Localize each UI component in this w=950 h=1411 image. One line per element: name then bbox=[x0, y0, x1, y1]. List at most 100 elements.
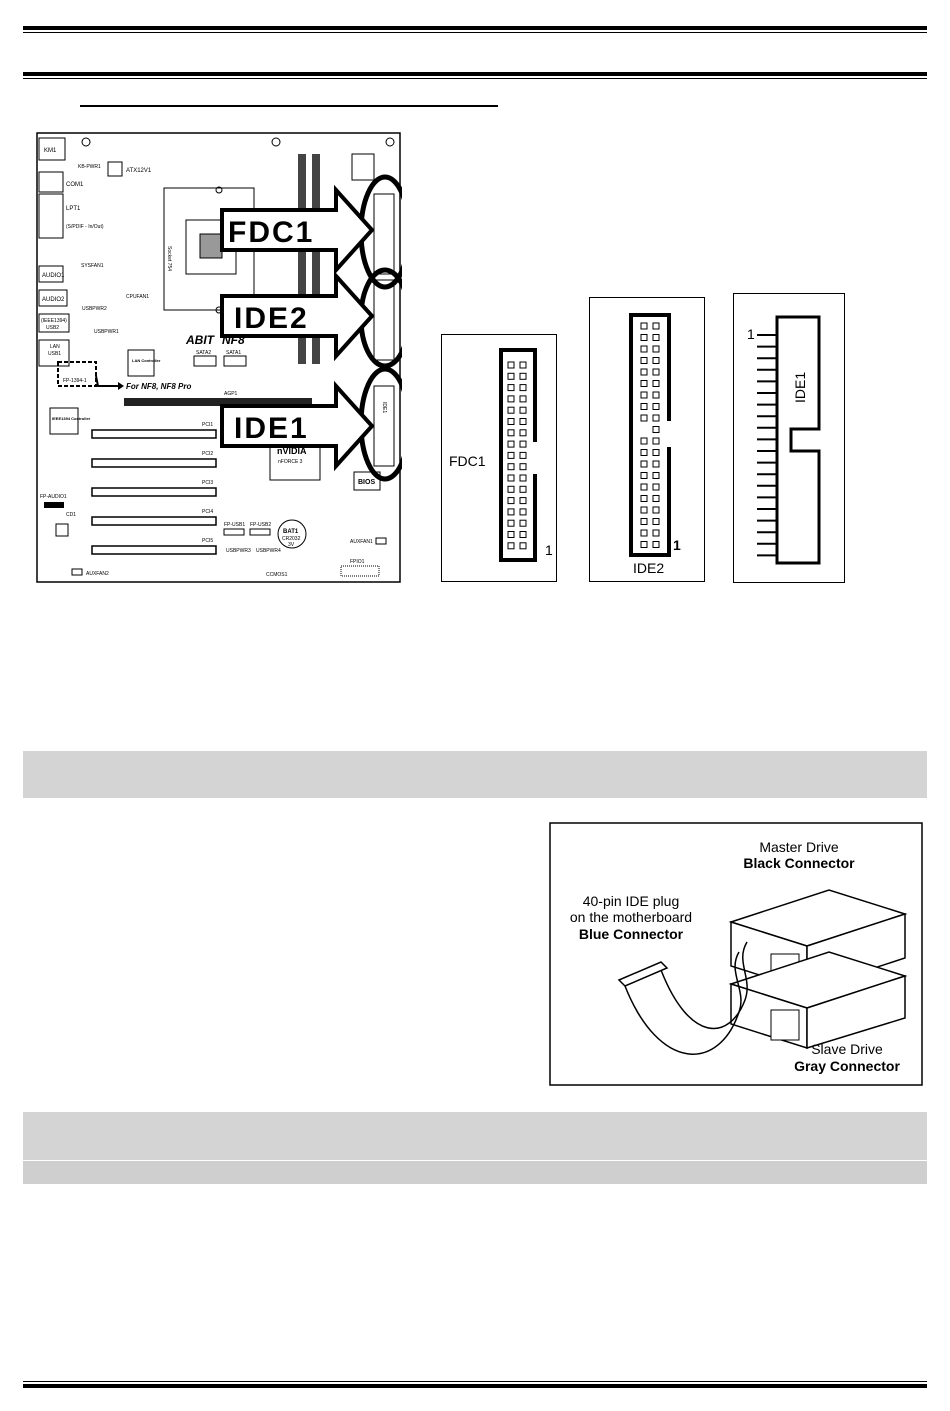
label-ide1-small: IDE1 bbox=[381, 402, 387, 413]
label-cd1: CD1 bbox=[66, 512, 76, 518]
pin bbox=[640, 357, 648, 364]
master-drive-title: Master Drive bbox=[759, 839, 839, 855]
pin bbox=[652, 437, 660, 445]
section-underline bbox=[80, 105, 498, 107]
pin bbox=[652, 541, 660, 548]
pin bbox=[652, 518, 660, 525]
ide1-pin1: 1 bbox=[747, 326, 755, 342]
label-3v: 3V bbox=[288, 542, 295, 548]
pin bbox=[652, 460, 660, 468]
label-pci1: PCI1 bbox=[202, 422, 213, 428]
label-usbpwr1: USBPWR1 bbox=[94, 329, 119, 335]
pin bbox=[652, 529, 660, 537]
master-drive-connector: Black Connector bbox=[743, 855, 855, 871]
pin bbox=[640, 380, 648, 387]
pin bbox=[652, 334, 660, 341]
pin bbox=[519, 395, 527, 403]
label-audio1: AUDIO1 bbox=[42, 273, 65, 279]
label-auxfan1: AUXFAN1 bbox=[350, 539, 373, 545]
pin bbox=[519, 474, 527, 482]
pin bbox=[640, 437, 648, 445]
pin bbox=[652, 472, 660, 479]
fdc1-pinout: FDC1 1 bbox=[441, 334, 557, 582]
pin bbox=[507, 440, 515, 448]
pin bbox=[640, 449, 648, 456]
label-usbpwr4: USBPWR4 bbox=[256, 548, 281, 554]
label-fp-usb2: FP-USB2 bbox=[250, 522, 271, 528]
label-bat1: BAT1 bbox=[283, 529, 299, 535]
label-sata1: SATA1 bbox=[226, 350, 241, 356]
header-rule-top-thin bbox=[23, 32, 927, 33]
label-lpt1: LPT1 bbox=[66, 206, 81, 212]
pin bbox=[652, 380, 660, 387]
pin bbox=[640, 495, 648, 502]
arrow-label-ide1: IDE1 bbox=[234, 412, 309, 445]
pin bbox=[640, 403, 648, 410]
pin bbox=[652, 368, 660, 376]
motherboard-layout: KM1 KB-PWR1 COM1 LPT1 (S/PDIF - In/Out) … bbox=[36, 132, 402, 583]
pin bbox=[507, 418, 515, 425]
label-atx12v1: ATX12V1 bbox=[126, 168, 152, 174]
pin bbox=[640, 391, 648, 399]
pin bbox=[507, 384, 515, 392]
arrow-label-fdc1: FDC1 bbox=[228, 216, 314, 249]
pin bbox=[519, 384, 527, 392]
pin bbox=[640, 529, 648, 537]
pin bbox=[519, 406, 527, 414]
pin bbox=[640, 334, 648, 341]
fdc1-label: FDC1 bbox=[449, 453, 486, 469]
pin bbox=[640, 541, 648, 548]
label-com1: COM1 bbox=[66, 182, 84, 188]
label-sysfan1: SYSFAN1 bbox=[81, 263, 104, 269]
label-pci2: PCI2 bbox=[202, 451, 213, 457]
arrow-label-ide2: IDE2 bbox=[234, 302, 309, 335]
pin bbox=[519, 485, 527, 493]
pin bbox=[507, 485, 515, 493]
label-fpio1: FPIO1 bbox=[350, 559, 365, 565]
pin bbox=[640, 472, 648, 479]
band-separator bbox=[23, 1160, 927, 1161]
pin bbox=[652, 506, 660, 514]
pin bbox=[507, 395, 515, 403]
pin bbox=[519, 531, 527, 538]
pin bbox=[519, 429, 527, 437]
label-fp1394: FP-1394-1 bbox=[63, 378, 87, 384]
pin bbox=[507, 531, 515, 538]
pin bbox=[519, 361, 527, 369]
label-cpufan1: CPUFAN1 bbox=[126, 294, 149, 300]
pin bbox=[507, 497, 515, 505]
ide2-label: IDE2 bbox=[633, 560, 664, 576]
plug-line-1: 40-pin IDE plug bbox=[583, 893, 680, 909]
label-km1: KM1 bbox=[44, 148, 57, 154]
label-fp-usb1: FP-USB1 bbox=[224, 522, 245, 528]
slave-drive-title: Slave Drive bbox=[811, 1041, 883, 1057]
pin bbox=[652, 495, 660, 502]
label-sata2: SATA2 bbox=[196, 350, 211, 356]
slave-drive-connector: Gray Connector bbox=[794, 1058, 900, 1074]
pin bbox=[519, 519, 527, 527]
pin bbox=[507, 508, 515, 516]
plug-connector: Blue Connector bbox=[579, 926, 684, 942]
label-usbpwr2: USBPWR2 bbox=[82, 306, 107, 312]
pin bbox=[652, 322, 660, 330]
pin bbox=[507, 463, 515, 471]
ide1-label: IDE1 bbox=[792, 372, 808, 403]
footer-rule-thin bbox=[23, 1381, 927, 1382]
header-rule-top bbox=[23, 26, 927, 30]
label-nforce3: nFORCE 3 bbox=[278, 459, 303, 465]
pin bbox=[652, 403, 660, 410]
label-usbpwr3: USBPWR3 bbox=[226, 548, 251, 554]
pin bbox=[519, 451, 527, 459]
label-audio2: AUDIO2 bbox=[42, 297, 65, 303]
pin bbox=[507, 406, 515, 414]
label-brand: ABIT bbox=[185, 333, 216, 347]
footer-rule bbox=[23, 1384, 927, 1388]
pin bbox=[519, 440, 527, 448]
label-auxfan2: AUXFAN2 bbox=[86, 571, 109, 577]
label-ieee-controller: IEEE1394 Controller bbox=[52, 416, 91, 421]
label-pci4: PCI4 bbox=[202, 509, 213, 515]
fdc1-pin1: 1 bbox=[545, 542, 553, 558]
pin bbox=[519, 497, 527, 505]
ide2-pin1: 1 bbox=[673, 537, 681, 553]
pin bbox=[652, 483, 660, 491]
